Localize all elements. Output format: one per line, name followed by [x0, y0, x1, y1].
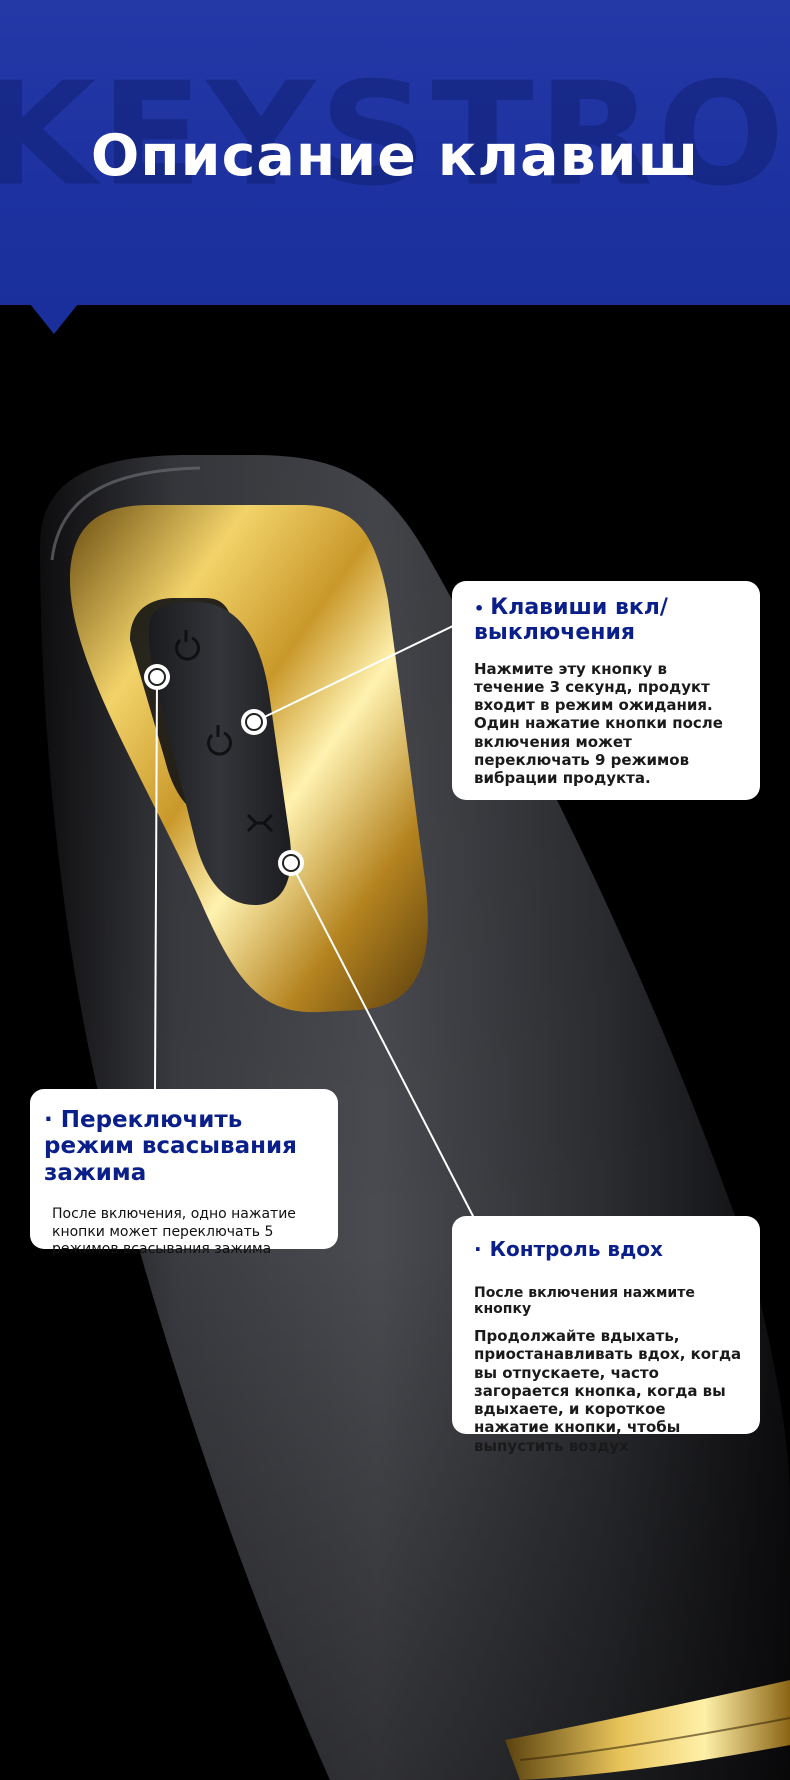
header-watermark: KEYSTROKE: [0, 52, 790, 218]
marker-inhale: [278, 850, 304, 876]
callout-inhale-heading: ·Контроль вдох: [474, 1237, 663, 1261]
header-notch: [30, 304, 78, 334]
bullet-dot: •: [474, 599, 485, 618]
callout-inhale-control: ·Контроль вдох После включения нажмите к…: [452, 1216, 760, 1455]
callout-power-button: •Клавиши вкл/ выключения Нажмите эту кно…: [452, 581, 760, 800]
callout-inhale-lead: После включения нажмите кнопку: [474, 1285, 695, 1317]
inhale-icon: [246, 813, 274, 833]
callout-power-heading: •Клавиши вкл/ выключения: [474, 595, 668, 646]
callout-suction-heading: ·Переключить режим всасывания зажима: [44, 1107, 297, 1186]
page-title: Описание клавиш: [90, 123, 700, 189]
callout-inhale-text: Продолжайте вдыхать, приостанавливать вд…: [474, 1327, 742, 1455]
marker-suction: [144, 664, 170, 690]
power-icon: [175, 630, 200, 661]
callout-suction-mode: ·Переключить режим всасывания зажима Пос…: [30, 1089, 338, 1257]
callout-suction-text: После включения, одно нажатие кнопки мож…: [52, 1206, 296, 1258]
bullet-dot: ·: [44, 1107, 53, 1133]
gold-base-ring: [505, 1680, 790, 1780]
header-banner: KEYSTROKE Описание клавиш: [0, 0, 790, 305]
marker-power: [241, 709, 267, 735]
mode-icon: [207, 725, 232, 756]
callout-power-text: Нажмите эту кнопку в течение 3 секунд, п…: [474, 659, 723, 788]
bullet-dot: ·: [474, 1237, 482, 1261]
